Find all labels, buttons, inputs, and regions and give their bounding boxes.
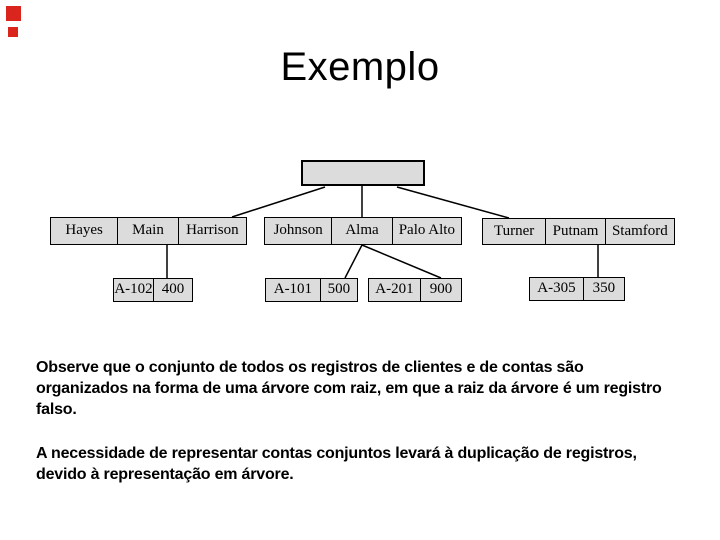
customer-city-cell: Stamford xyxy=(604,219,674,244)
customer-name-cell: Turner xyxy=(494,223,535,239)
account-record-a102: A-102 400 xyxy=(113,278,193,302)
account-number-cell: A-102 xyxy=(114,281,153,297)
body-paragraph-2: A necessidade de representar contas conj… xyxy=(36,443,720,485)
customer-record-johnson: Johnson Alma Palo Alto xyxy=(264,217,462,245)
customer-street-cell: Putnam xyxy=(545,219,604,244)
body-paragraph-1: Observe que o conjunto de todos os regis… xyxy=(36,357,720,420)
paragraph-line: falso. xyxy=(36,401,77,418)
account-balance-cell: 350 xyxy=(582,278,624,300)
customer-record-turner: Turner Putnam Stamford xyxy=(482,218,675,245)
root-record-box xyxy=(301,160,425,186)
account-number-cell: A-201 xyxy=(375,281,414,297)
customer-name-cell: Johnson xyxy=(273,222,323,238)
paragraph-line: devido à representação em árvore. xyxy=(36,466,294,483)
accent-square-small-icon xyxy=(8,27,18,37)
slide-title: Exemplo xyxy=(280,45,440,89)
customer-city-cell: Harrison xyxy=(177,218,246,244)
paragraph-line: A necessidade de representar contas conj… xyxy=(36,445,637,462)
account-number-cell: A-101 xyxy=(273,281,313,297)
account-record-a101: A-101 500 xyxy=(265,278,358,302)
customer-city-cell: Palo Alto xyxy=(391,218,461,244)
account-balance-cell: 400 xyxy=(152,279,192,301)
account-number-cell: A-305 xyxy=(537,280,576,296)
account-record-a305: A-305 350 xyxy=(529,277,625,301)
account-balance-cell: 500 xyxy=(319,279,357,301)
customer-street-cell: Main xyxy=(117,218,177,244)
customer-street-cell: Alma xyxy=(331,218,391,244)
customer-name-cell: Hayes xyxy=(65,222,103,238)
accent-square-icon xyxy=(6,6,21,21)
paragraph-line: Observe que o conjunto de todos os regis… xyxy=(36,359,584,376)
account-record-a201: A-201 900 xyxy=(368,278,462,302)
paragraph-line: organizados na forma de uma árvore com r… xyxy=(36,380,662,397)
customer-record-hayes: Hayes Main Harrison xyxy=(50,217,247,245)
account-balance-cell: 900 xyxy=(419,279,461,301)
